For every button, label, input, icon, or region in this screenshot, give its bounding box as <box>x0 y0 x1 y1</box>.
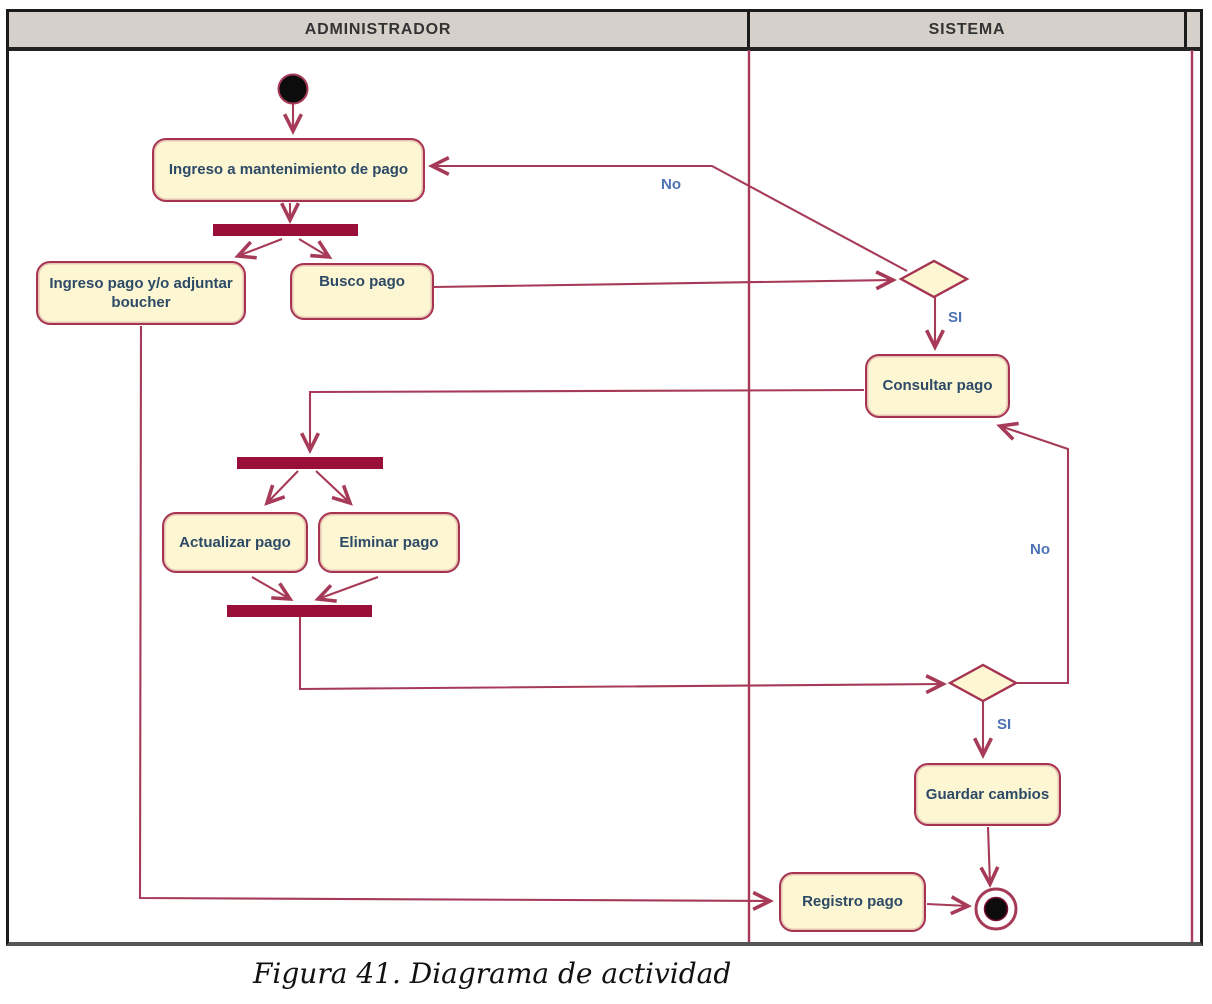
activity-eliminar-pago: Eliminar pago <box>318 512 460 573</box>
activity-registro-pago: Registro pago <box>779 872 926 932</box>
guard-label-si-2: SI <box>997 716 1012 733</box>
activity-ingreso-mantenimiento: Ingreso a mantenimiento de pago <box>152 138 425 202</box>
activity-actualizar-pago: Actualizar pago <box>162 512 308 573</box>
lane-header-sistema: SISTEMA <box>750 12 1187 47</box>
guard-label-no-1: No <box>661 176 681 193</box>
lane-header-stub <box>1187 12 1200 47</box>
guard-label-si-1: SI <box>948 309 963 326</box>
activity-guardar-cambios: Guardar cambios <box>914 763 1061 826</box>
figure-caption: Figura 41. Diagrama de actividad <box>253 957 732 990</box>
lane-header-administrador: ADMINISTRADOR <box>9 12 750 47</box>
swimlane-header: ADMINISTRADOR SISTEMA <box>9 12 1200 51</box>
activity-ingreso-pago: Ingreso pago y/o adjuntar boucher <box>36 261 246 325</box>
activity-busco-pago: Busco pago <box>290 263 434 320</box>
activity-consultar-pago: Consultar pago <box>865 354 1010 418</box>
guard-label-no-2: No <box>1030 541 1050 558</box>
